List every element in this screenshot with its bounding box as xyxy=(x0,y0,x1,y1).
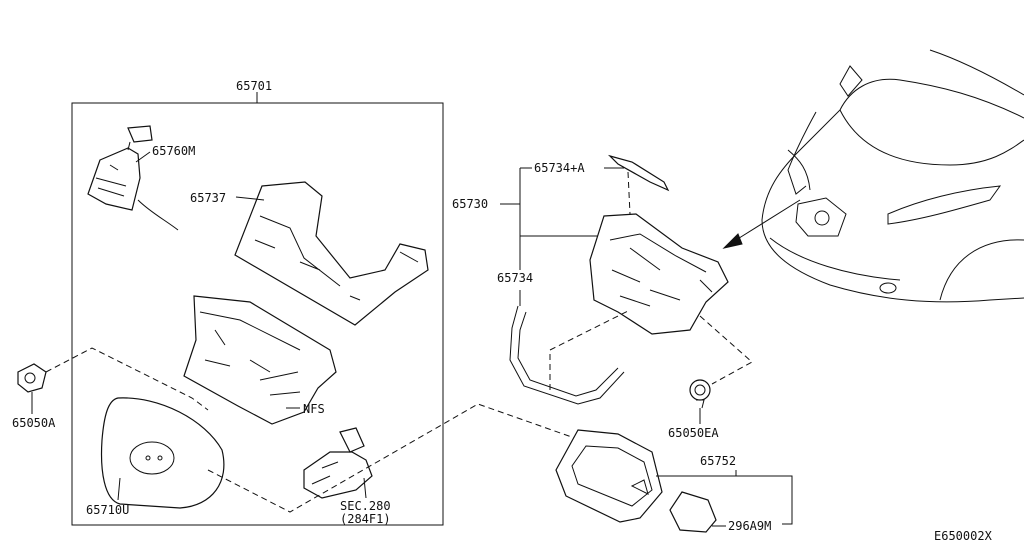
label-65734: 65734 xyxy=(497,271,533,285)
guide-dash-clip xyxy=(45,347,209,411)
guide-dash-seal xyxy=(549,309,631,390)
label-65710u: 65710U xyxy=(86,503,129,517)
label-284f1: (284F1) xyxy=(340,512,391,526)
guide-dash-housing xyxy=(699,315,753,385)
leader-65737 xyxy=(235,196,265,201)
part-65050ea-clip xyxy=(689,379,711,409)
part-65710u-pad xyxy=(100,397,225,509)
part-65734-seal xyxy=(509,305,625,405)
label-65730: 65730 xyxy=(452,197,488,211)
leader-sec280 xyxy=(363,477,367,499)
car-front-sketch xyxy=(761,49,1024,303)
label-296a9m: 296A9M xyxy=(728,519,771,533)
pointer-arrow-line xyxy=(735,199,801,241)
label-65050a: 65050A xyxy=(12,416,56,430)
label-nfs: NFS xyxy=(303,402,325,416)
leader-65730 xyxy=(500,167,600,237)
guide-dash-pad xyxy=(207,403,621,513)
part-bracket-nfs xyxy=(183,295,337,425)
part-65734a-strip xyxy=(607,154,670,192)
part-65050a-clip xyxy=(17,363,47,393)
label-65760m: 65760M xyxy=(152,144,195,158)
leader-65752 xyxy=(656,470,793,525)
label-65734a: 65734+A xyxy=(534,161,585,175)
label-sec280: SEC.280 xyxy=(340,499,391,513)
label-65752: 65752 xyxy=(700,454,736,468)
label-65737: 65737 xyxy=(190,191,226,205)
guide-dash-strip xyxy=(627,171,631,215)
part-sec280-antenna xyxy=(303,427,373,499)
label-65701: 65701 xyxy=(236,79,272,93)
leader-65760m xyxy=(135,151,151,163)
leader-65710u xyxy=(117,477,121,501)
label-65050ea: 65050EA xyxy=(668,426,719,440)
pointer-arrow-head xyxy=(722,233,743,249)
part-65760m-sensor xyxy=(87,125,179,231)
part-65730-housing xyxy=(589,213,729,335)
part-65752-frame xyxy=(555,429,663,523)
diagram-code: E650002X xyxy=(934,529,993,543)
part-296a9m-lens xyxy=(669,491,717,533)
part-65737-cover xyxy=(234,181,429,326)
